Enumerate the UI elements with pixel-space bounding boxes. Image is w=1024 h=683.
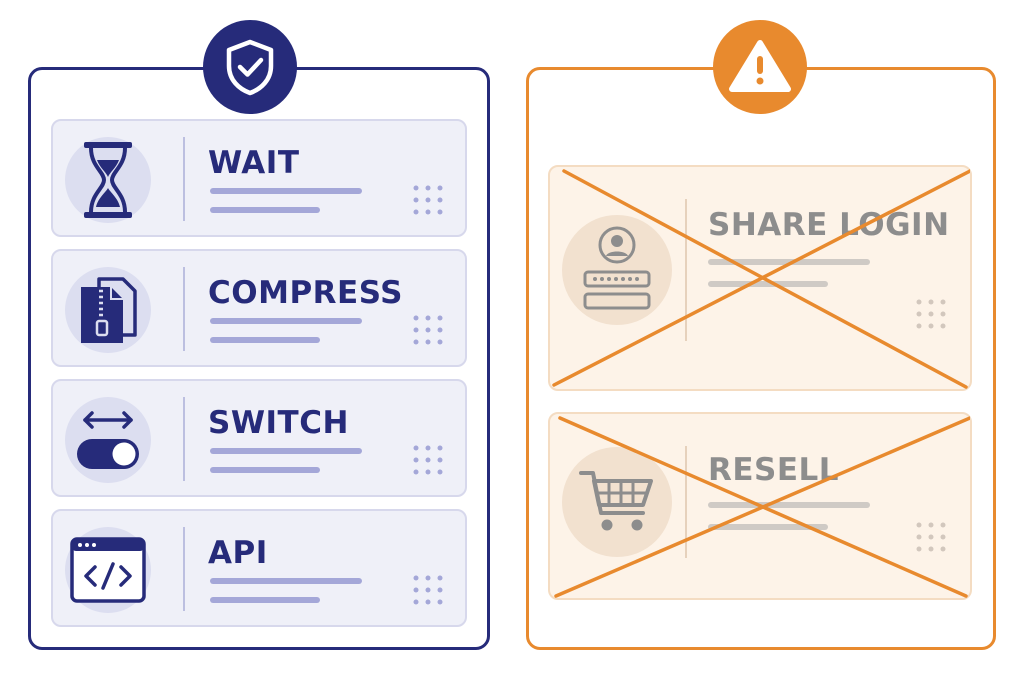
placeholder-line — [210, 207, 320, 213]
card-divider — [183, 137, 185, 221]
drag-handle-icon — [413, 575, 443, 605]
drag-handle-icon — [413, 185, 443, 215]
placeholder-line — [708, 524, 828, 530]
placeholder-line — [210, 578, 362, 584]
toggle-switch-icon — [65, 397, 151, 483]
card-resell: RESELL — [548, 412, 972, 600]
card-wait: WAIT — [51, 119, 467, 237]
card-title: COMPRESS — [208, 275, 403, 311]
drag-handle-icon — [916, 522, 946, 552]
card-api: API — [51, 509, 467, 627]
hourglass-icon — [65, 137, 151, 223]
drag-handle-icon — [413, 445, 443, 475]
card-share-login: SHARE LOGIN — [548, 165, 972, 391]
card-divider — [183, 527, 185, 611]
placeholder-line — [210, 337, 320, 343]
card-divider — [685, 199, 687, 341]
placeholder-line — [210, 318, 362, 324]
card-divider — [183, 397, 185, 481]
placeholder-line — [708, 281, 828, 287]
card-title: API — [208, 535, 268, 571]
drag-handle-icon — [413, 315, 443, 345]
shopping-cart-icon — [562, 447, 672, 557]
placeholder-line — [210, 467, 320, 473]
card-divider — [183, 267, 185, 351]
card-compress: COMPRESS — [51, 249, 467, 367]
drag-handle-icon — [916, 299, 946, 329]
card-switch: SWITCH — [51, 379, 467, 497]
placeholder-line — [708, 259, 870, 265]
card-title: SHARE LOGIN — [708, 207, 950, 243]
warning-icon — [713, 20, 807, 114]
shield-check-icon — [203, 20, 297, 114]
placeholder-line — [210, 597, 320, 603]
card-title: SWITCH — [208, 405, 349, 441]
card-divider — [685, 446, 687, 558]
placeholder-line — [210, 188, 362, 194]
user-login-icon — [562, 215, 672, 325]
code-window-icon — [65, 527, 151, 613]
card-title: WAIT — [208, 145, 300, 181]
placeholder-line — [210, 448, 362, 454]
card-title: RESELL — [708, 452, 840, 488]
placeholder-line — [708, 502, 870, 508]
zip-file-icon — [65, 267, 151, 353]
